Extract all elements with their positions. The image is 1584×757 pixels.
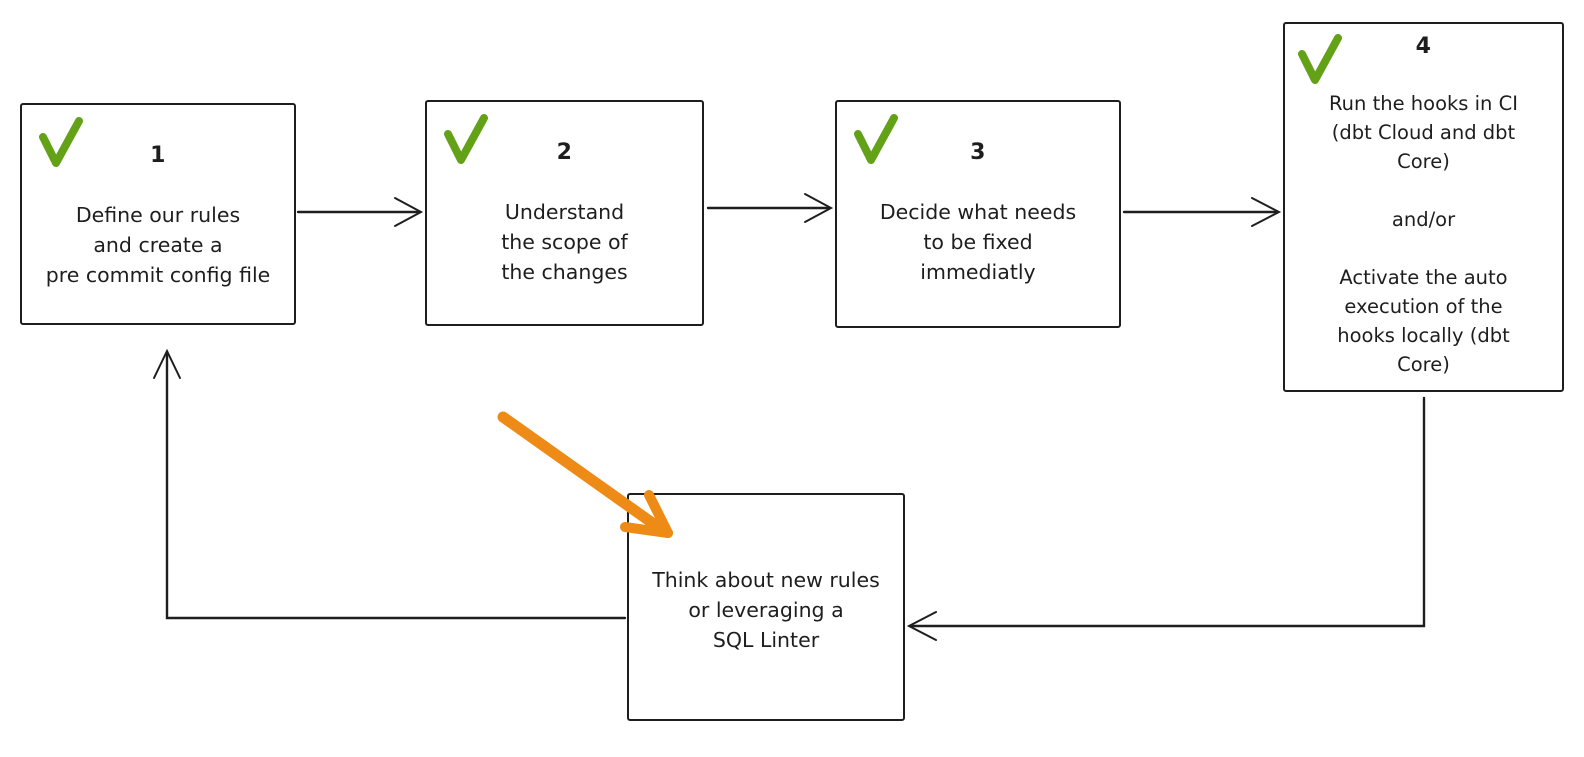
feedback-box: Think about new rules or leveraging a SQ… — [627, 493, 905, 721]
step-number: 3 — [970, 140, 986, 165]
step-box-1: 1 Define our rules and create a pre comm… — [20, 103, 296, 325]
checkmark-icon — [38, 115, 84, 171]
checkmark-icon — [1297, 32, 1343, 88]
step-text: Run the hooks in CI (dbt Cloud and dbt C… — [1328, 92, 1518, 376]
step-box-3: 3 Decide what needs to be fixed immediat… — [835, 100, 1121, 328]
checkmark-icon — [443, 112, 489, 168]
checkmark-icon — [853, 112, 899, 168]
arrow-1-to-2 — [296, 197, 424, 227]
arrow-2-to-3 — [706, 193, 834, 223]
step-text: Understand the scope of the changes — [501, 200, 628, 284]
arrow-4-to-feedback — [906, 396, 1426, 641]
step-number: 4 — [1415, 34, 1432, 59]
arrow-3-to-4 — [1122, 197, 1282, 227]
step-text: Decide what needs to be fixed immediatly — [879, 200, 1077, 284]
step-box-4: 4 Run the hooks in CI (dbt Cloud and dbt… — [1283, 22, 1564, 392]
arrow-feedback-to-1 — [153, 348, 627, 620]
feedback-text: Think about new rules or leveraging a SQ… — [652, 568, 880, 652]
step-number: 2 — [556, 140, 573, 165]
step-number: 1 — [150, 143, 166, 168]
step-text: Define our rules and create a pre commit… — [45, 203, 271, 287]
step-box-2: 2 Understand the scope of the changes — [425, 100, 704, 326]
